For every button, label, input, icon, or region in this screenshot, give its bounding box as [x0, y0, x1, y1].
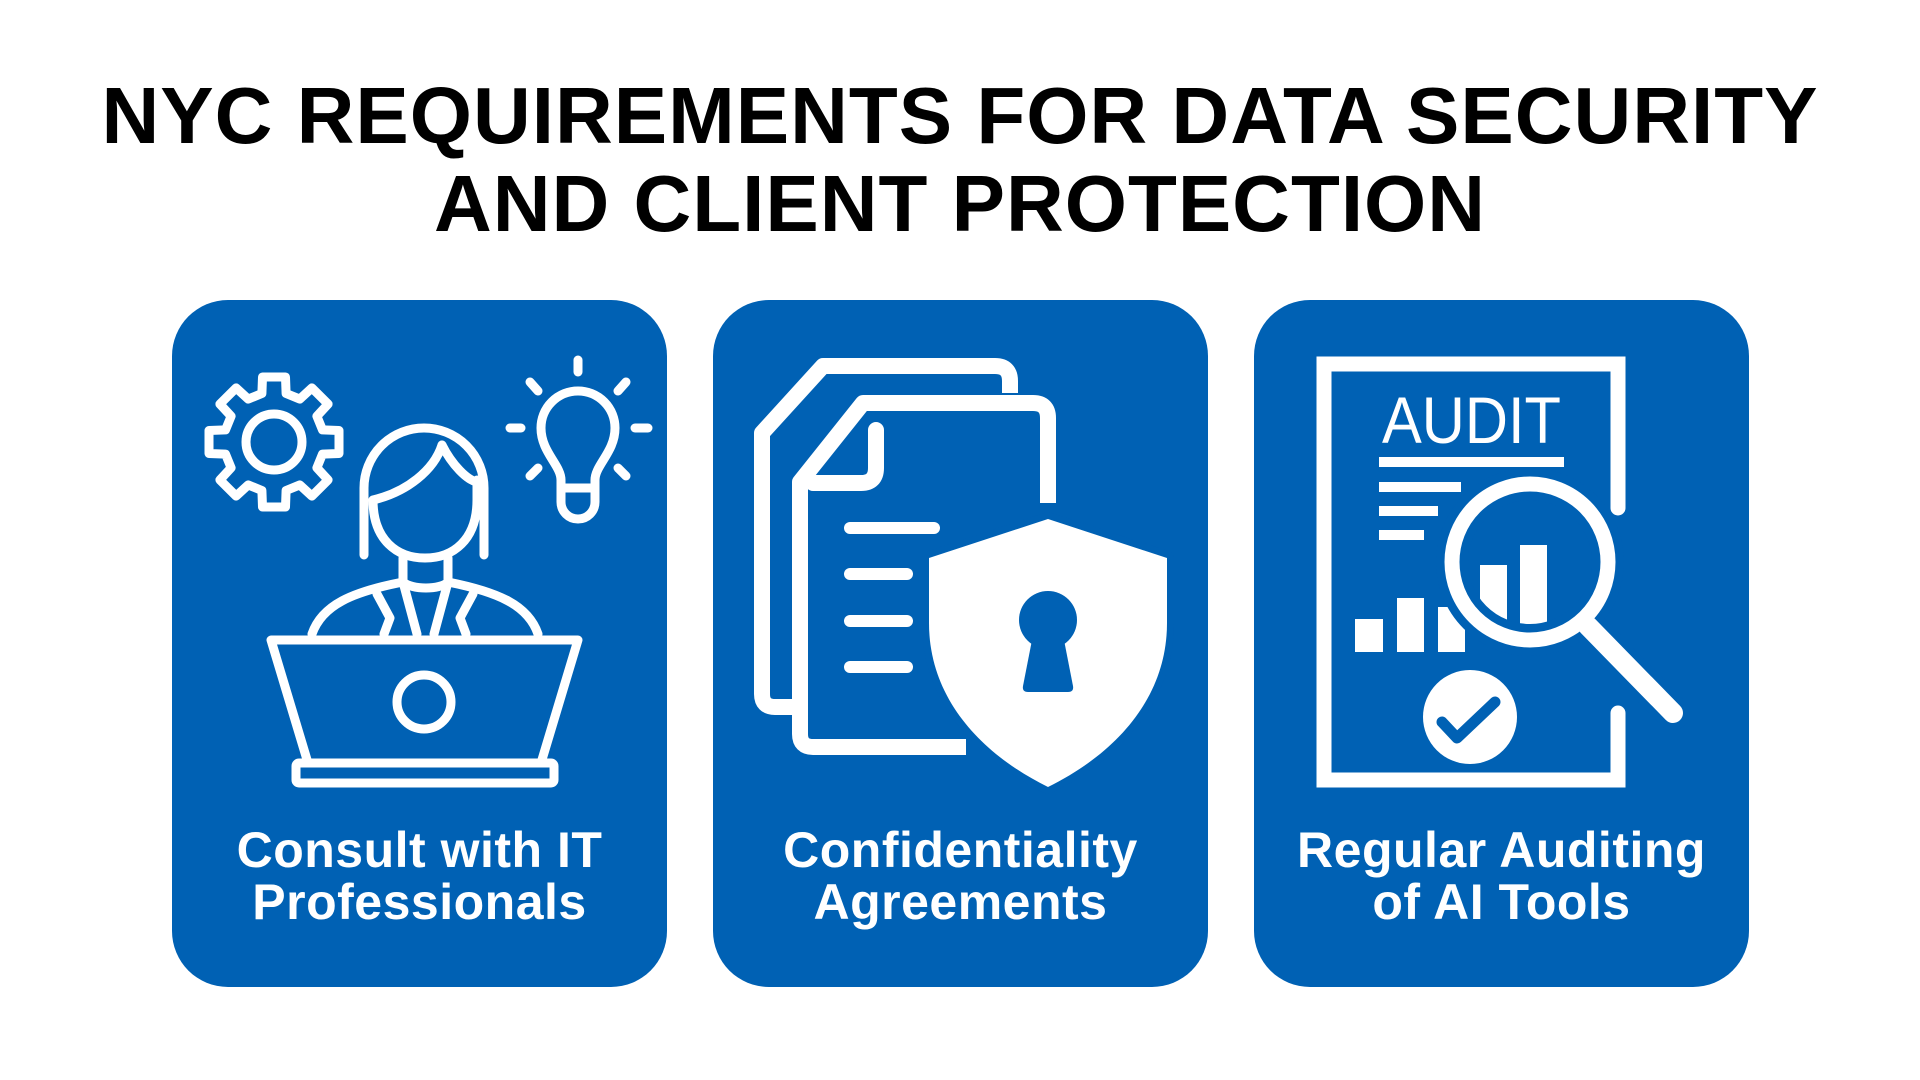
report-document-icon [1316, 356, 1626, 788]
page-title-line-1: NYC REQUIREMENTS FOR DATA SECURITY [101, 71, 1819, 160]
person-icon [307, 423, 543, 639]
page-title: NYC REQUIREMENTS FOR DATA SECURITY AND C… [0, 72, 1920, 248]
card-label: Regular Auditing of AI Tools [1297, 822, 1706, 930]
it-professional-icon [204, 355, 653, 788]
report-lines [1379, 457, 1564, 540]
card-regular-auditing-ai-tools: AUDIT Regular Auditing of AI To [1254, 300, 1749, 987]
card-confidentiality-agreements: Confidentiality Agreements [713, 300, 1208, 987]
audit-report-icon: AUDIT [1316, 356, 1690, 788]
document-back-icon [754, 358, 1018, 715]
page-title-line-2: AND CLIENT PROTECTION [433, 159, 1487, 248]
lightbulb-icon [505, 355, 653, 524]
card-consult-it-professionals: Consult with IT Professionals [172, 300, 667, 987]
documents-shield-icon [754, 358, 1174, 794]
audit-heading: AUDIT [1382, 383, 1561, 457]
keyhole-icon [1019, 591, 1077, 692]
laptop-icon [266, 635, 583, 788]
shield-keyhole-icon [922, 512, 1174, 794]
card-label: Consult with IT Professionals [236, 822, 603, 930]
magnifier-icon [1436, 468, 1690, 730]
document-front-icon [792, 395, 1056, 755]
gear-icon [204, 372, 344, 512]
card-label: Confidentiality Agreements [783, 822, 1138, 930]
checkmark-badge-icon [1423, 670, 1517, 764]
